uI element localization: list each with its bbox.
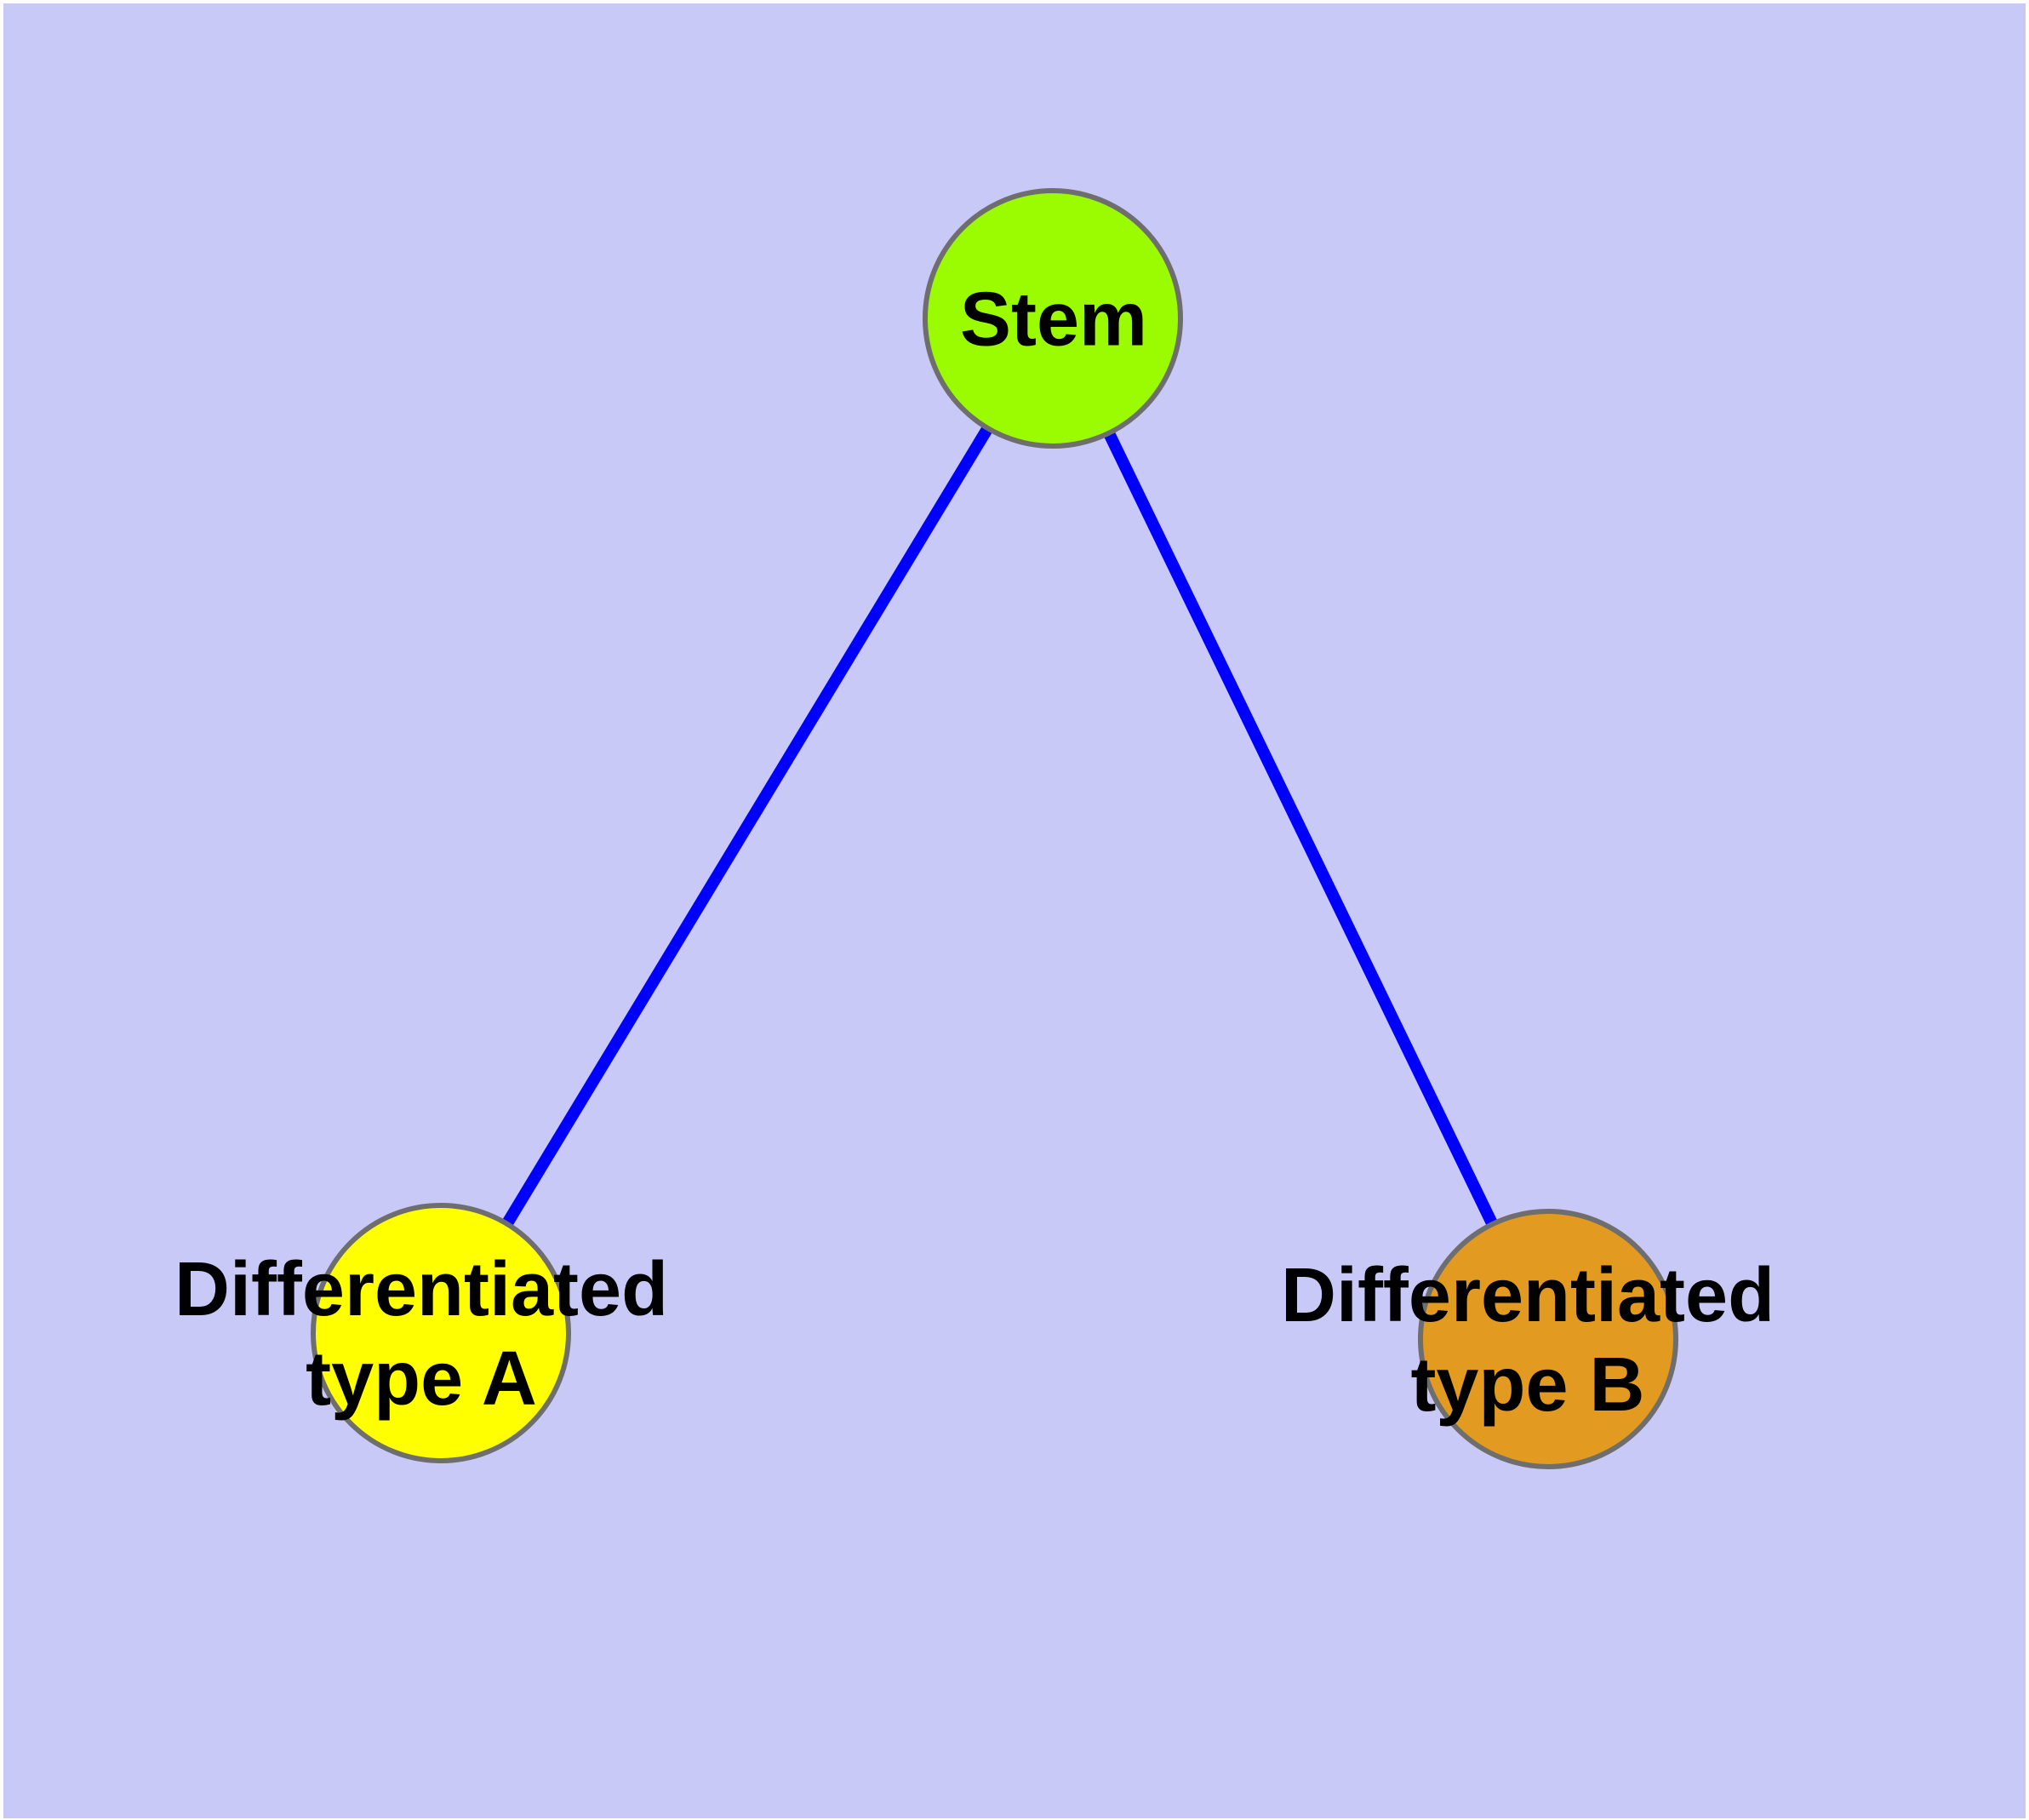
node-label-differentiated-type-a: Differentiated type A (174, 1245, 668, 1424)
node-label-type-b-line1: Differentiated (1280, 1253, 1775, 1338)
node-stem (923, 188, 1183, 449)
node-label-stem-text: Stem (959, 277, 1148, 363)
node-differentiated-type-b (1418, 1209, 1678, 1469)
edge-stem-type-a (436, 316, 1059, 1336)
node-differentiated-type-a (311, 1203, 571, 1463)
edge-stem-type-b (1048, 316, 1554, 1342)
node-label-differentiated-type-b: Differentiated type B (1281, 1251, 1775, 1430)
node-label-type-a-line1: Differentiated (174, 1247, 669, 1332)
node-label-type-a-line2: type A (306, 1336, 537, 1422)
node-label-type-b-line2: type B (1410, 1342, 1645, 1428)
node-label-stem: Stem (960, 276, 1147, 365)
